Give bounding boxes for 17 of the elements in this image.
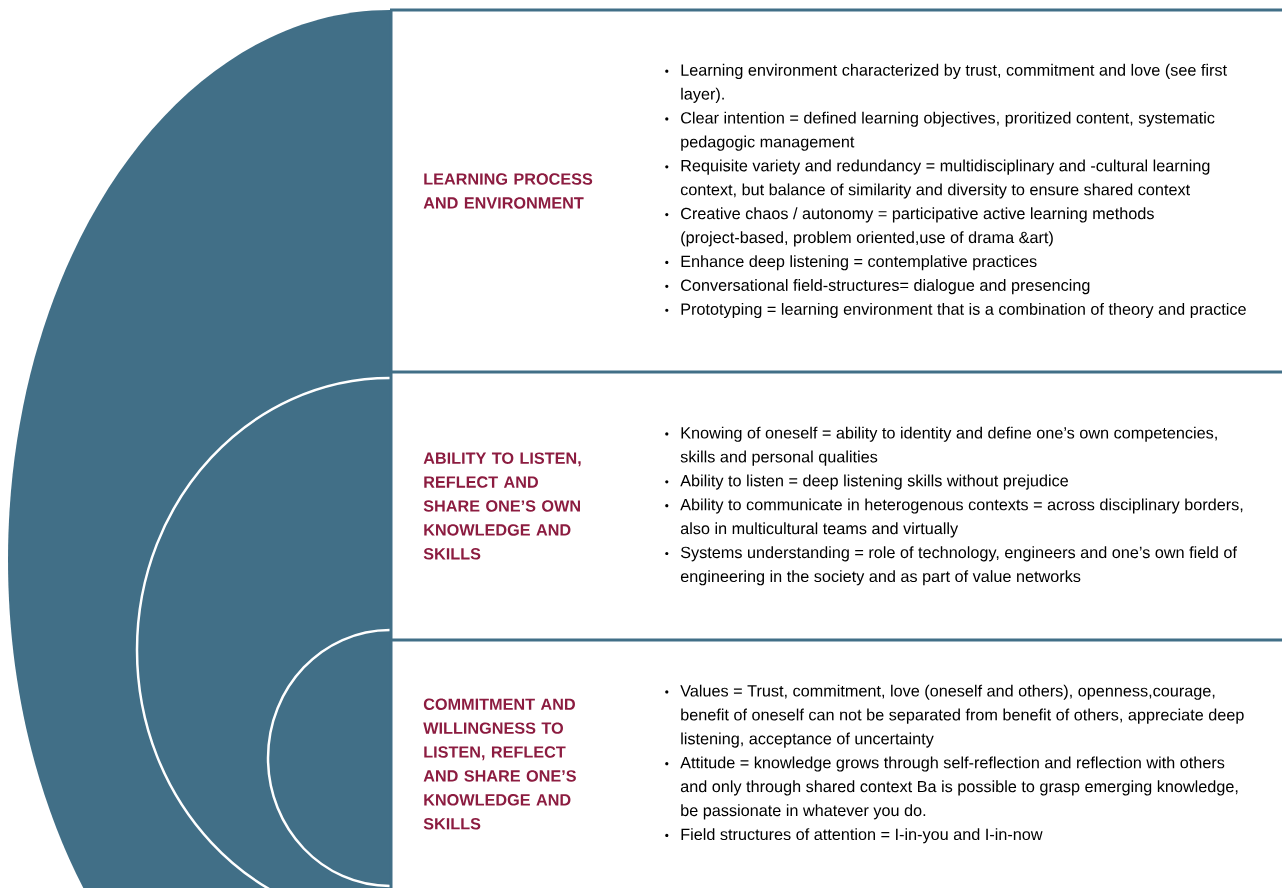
bullet-item: Enhance deep listening = contemplative practices <box>665 255 1037 271</box>
bullet-item: Requisite variety and redundancy = multidisciplinary and -cultural learning context, but balance of similarity and diversity to ensure shared context <box>665 159 1210 199</box>
bullet-item: Ability to communicate in heterogenous contexts = across disciplinary borders, also in multicultural teams and virtually <box>665 498 1243 538</box>
bullet-item: Field structures of attention = I-in-you and I-in-now <box>665 828 1043 844</box>
bullet-item: Values = Trust, commitment, love (oneself and others), openness,courage, benefit of oneself can not be separated from benefit of others, appreciate deep listening, acceptance of uncertainty <box>665 684 1244 748</box>
bullet-item: Learning environment characterized by trust, commitment and love (see first layer). <box>665 63 1227 103</box>
bullet-item: Clear intention = defined learning objectives, proritized content, systematic pedagogic management <box>665 111 1215 151</box>
section-heading: COMMITMENT AND WILLINGNESS TO LISTEN, REFLECT AND SHARE ONE’S KNOWLEDGE AND SKILLS <box>423 698 576 830</box>
bullet-item: Creative chaos / autonomy = participative active learning methods (project-based, problem oriented,use of drama &art) <box>665 207 1154 247</box>
bullet-item: Systems understanding = role of technology, engineers and one’s own field of engineering in the society and as part of value networks <box>665 546 1237 586</box>
bullet-item: Knowing of oneself = ability to identity and define one’s own competencies, skills and personal qualities <box>665 426 1217 466</box>
bullet-item: Ability to listen = deep listening skills without prejudice <box>665 474 1068 490</box>
section-heading: ABILITY TO LISTEN, REFLECT AND SHARE ONE’S OWN KNOWLEDGE AND SKILLS <box>423 452 581 560</box>
bullet-item: Prototyping = learning environment that is a combination of theory and practice <box>665 302 1246 319</box>
bullet-item: Attitude = knowledge grows through self-reflection and reflection with others and only through shared context Ba is possible to grasp emerging knowledge, be passionate in whatever you do. <box>665 756 1238 820</box>
bullet-item: Conversational field-structures= dialogue and presencing <box>665 279 1090 295</box>
section-heading: LEARNING PROCESS AND ENVIRONMENT <box>423 173 593 209</box>
